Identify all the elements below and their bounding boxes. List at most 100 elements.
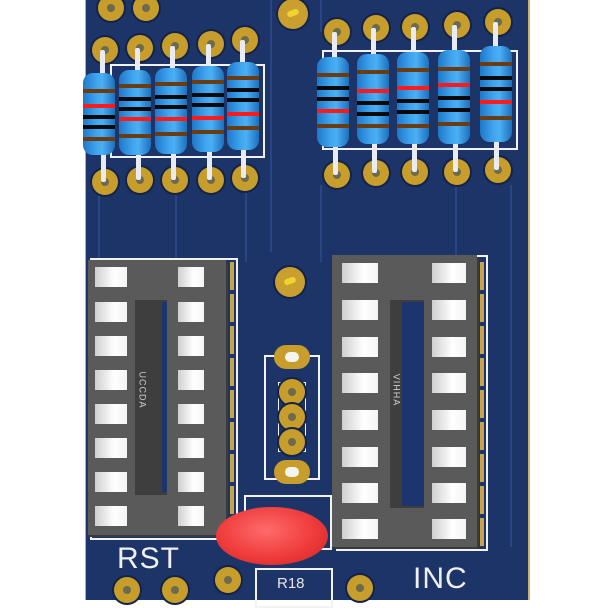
resistor-band — [83, 137, 115, 141]
pcb-trace — [98, 190, 100, 262]
socket-pin — [342, 373, 378, 393]
resistor — [317, 57, 349, 147]
top-pad — [133, 0, 159, 21]
red-led — [216, 507, 328, 565]
resistor-band — [119, 134, 151, 138]
socket-pin-edge — [230, 262, 234, 532]
socket-pin — [432, 373, 466, 393]
socket-pin — [95, 370, 127, 390]
socket-pin — [178, 472, 204, 492]
resistor-band — [83, 89, 115, 93]
trimmer-pad-oval — [274, 345, 310, 369]
pcb-trace — [510, 185, 512, 547]
resistor-band — [155, 105, 187, 109]
resistor-band — [317, 109, 349, 113]
resistor-band — [83, 104, 115, 108]
socket-pin — [95, 438, 127, 458]
socket-pin — [342, 410, 378, 430]
rst-label: RST — [117, 542, 180, 575]
bottom-pad — [162, 577, 188, 603]
socket-slot-window — [162, 302, 167, 492]
resistor-band — [155, 95, 187, 99]
resistor-lead — [452, 25, 457, 53]
resistor-lead — [171, 150, 176, 180]
socket-pin — [342, 337, 378, 357]
r18-label: R18 — [277, 575, 305, 592]
resistor — [83, 73, 115, 155]
resistor-band — [83, 125, 115, 129]
socket-pin — [95, 336, 127, 356]
socket-pin — [432, 337, 466, 357]
socket-pin — [178, 404, 204, 424]
resistor-pad — [92, 169, 118, 195]
socket-pin — [178, 438, 204, 458]
resistor-band — [227, 126, 259, 130]
resistor-band — [227, 98, 259, 102]
socket-pin — [432, 410, 466, 430]
resistor-band — [480, 76, 512, 80]
resistor-lead — [100, 50, 105, 80]
resistor-band — [227, 88, 259, 92]
socket-pin — [178, 370, 204, 390]
pcb-trace — [320, 0, 322, 32]
pcb-trace — [270, 0, 272, 252]
resistor-band — [438, 67, 470, 71]
resistor-band — [83, 115, 115, 119]
resistor-band — [155, 82, 187, 86]
resistor-lead — [240, 40, 245, 64]
resistor-band — [397, 86, 429, 90]
resistor-band — [438, 122, 470, 126]
resistor-band — [192, 103, 224, 107]
pcb-trace — [245, 190, 247, 262]
socket-pin — [178, 302, 204, 322]
socket-pin — [342, 519, 378, 539]
socket-pin — [342, 483, 378, 503]
socket-pin — [432, 447, 466, 467]
resistor-pad — [444, 159, 470, 185]
resistor-band — [480, 87, 512, 91]
resistor-band — [397, 99, 429, 103]
trimmer-pad — [279, 404, 305, 430]
socket-pin — [178, 267, 204, 287]
socket-slot-window — [402, 302, 424, 506]
top-via — [278, 0, 308, 29]
resistor-band — [317, 97, 349, 101]
resistor — [155, 68, 187, 154]
resistor — [227, 62, 259, 150]
resistor-lead — [136, 150, 141, 180]
resistor-band — [357, 124, 389, 128]
resistor-band — [192, 80, 224, 84]
resistor — [480, 46, 512, 142]
resistor-lead — [101, 150, 106, 182]
resistor-band — [317, 86, 349, 90]
socket-pin — [342, 447, 378, 467]
resistor-pad — [232, 27, 258, 53]
resistor-lead — [493, 22, 498, 50]
resistor-lead — [494, 138, 499, 170]
socket-pin — [432, 300, 466, 320]
resistor-pad — [324, 19, 350, 45]
resistor-lead — [332, 32, 337, 62]
socket-pin — [432, 263, 466, 283]
resistor-band — [397, 124, 429, 128]
resistor — [397, 52, 429, 144]
ic-label-left: UCCDA — [137, 371, 148, 409]
resistor-band — [155, 132, 187, 136]
resistor-band — [119, 107, 151, 111]
resistor-band — [357, 89, 389, 93]
resistor-lead — [411, 27, 416, 55]
resistor — [438, 50, 470, 144]
resistor-band — [438, 83, 470, 87]
resistor-band — [192, 93, 224, 97]
resistor-pad — [92, 37, 118, 63]
resistor-band — [317, 124, 349, 128]
inc-label: INC — [413, 562, 468, 595]
bottom-pad — [215, 567, 241, 593]
resistor-band — [119, 97, 151, 101]
ic-label-right: VIHHA — [391, 373, 402, 407]
resistor-band — [357, 70, 389, 74]
socket-pin — [342, 300, 378, 320]
resistor-band — [192, 130, 224, 134]
socket-pin — [95, 404, 127, 424]
resistor-band — [227, 112, 259, 116]
